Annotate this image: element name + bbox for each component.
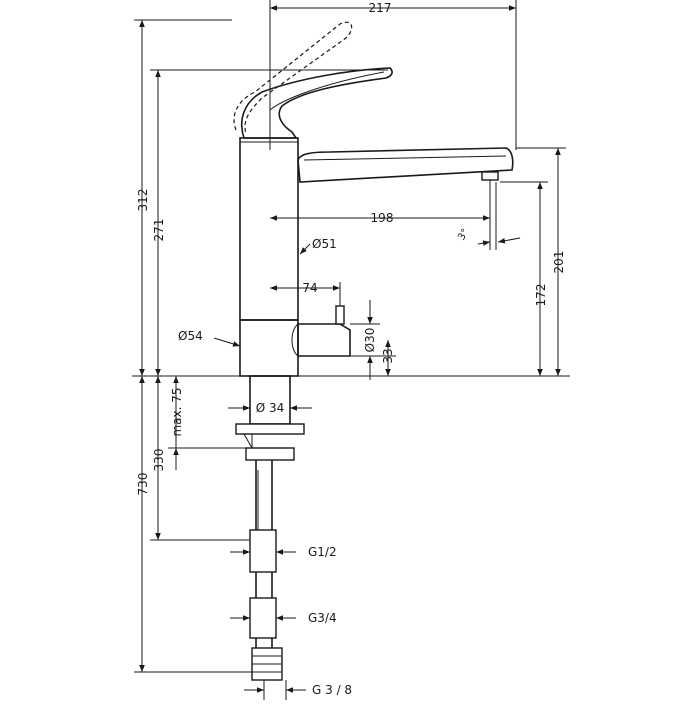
lever-handle xyxy=(240,67,393,139)
label-max-deck: max. 75 xyxy=(170,387,184,436)
hose-fitting-g12 xyxy=(249,529,277,573)
label-base-diameter: Ø54 xyxy=(178,329,203,343)
shank xyxy=(249,375,291,425)
base-ring xyxy=(239,319,299,377)
label-valve-diameter: Ø30 xyxy=(363,328,377,353)
label-thread-g12: G1/2 xyxy=(308,545,337,559)
label-valve-height: 33 xyxy=(381,348,395,363)
dimension-lines xyxy=(132,0,570,700)
faucet-body xyxy=(239,137,299,321)
dimension-labels: 217 312 271 198 Ø51 74 Ø54 Ø30 33 172 20… xyxy=(136,1,566,697)
label-total-reach: 217 xyxy=(369,1,392,15)
handle-highlight xyxy=(269,71,385,111)
spout-highlight xyxy=(303,155,507,161)
valve-knob xyxy=(335,305,345,325)
label-handle-height: 271 xyxy=(152,219,166,242)
label-spout-reach: 198 xyxy=(371,211,394,225)
label-hose-730: 730 xyxy=(136,473,150,496)
label-valve-offset: 74 xyxy=(302,281,317,295)
label-spout-top-height: 201 xyxy=(552,251,566,274)
mounting-plate xyxy=(235,423,305,435)
leader-body-diameter xyxy=(299,243,311,255)
mounting-bolt xyxy=(243,433,253,450)
label-body-diameter: Ø51 xyxy=(312,237,337,251)
spout xyxy=(297,147,514,183)
label-hose-330: 330 xyxy=(152,449,166,472)
hose-fitting-g34 xyxy=(249,597,277,639)
locking-nut xyxy=(245,447,295,461)
angle-arrow-left xyxy=(477,240,491,246)
leader-base-diameter xyxy=(213,337,241,347)
valve-joint xyxy=(291,323,299,357)
label-thread-g34: G3/4 xyxy=(308,611,337,625)
label-total-height: 312 xyxy=(136,189,150,212)
shutoff-valve xyxy=(297,323,351,357)
faucet-outline xyxy=(233,21,514,681)
label-shank-diameter: Ø 34 xyxy=(256,401,285,415)
label-thread-g38: G 3 / 8 xyxy=(312,683,352,697)
label-spout-height: 172 xyxy=(534,284,548,307)
aerator xyxy=(481,171,499,181)
angle-arrow-right xyxy=(497,237,521,244)
label-spray-angle: 3° xyxy=(456,227,471,242)
handle-alt-position xyxy=(233,21,353,135)
